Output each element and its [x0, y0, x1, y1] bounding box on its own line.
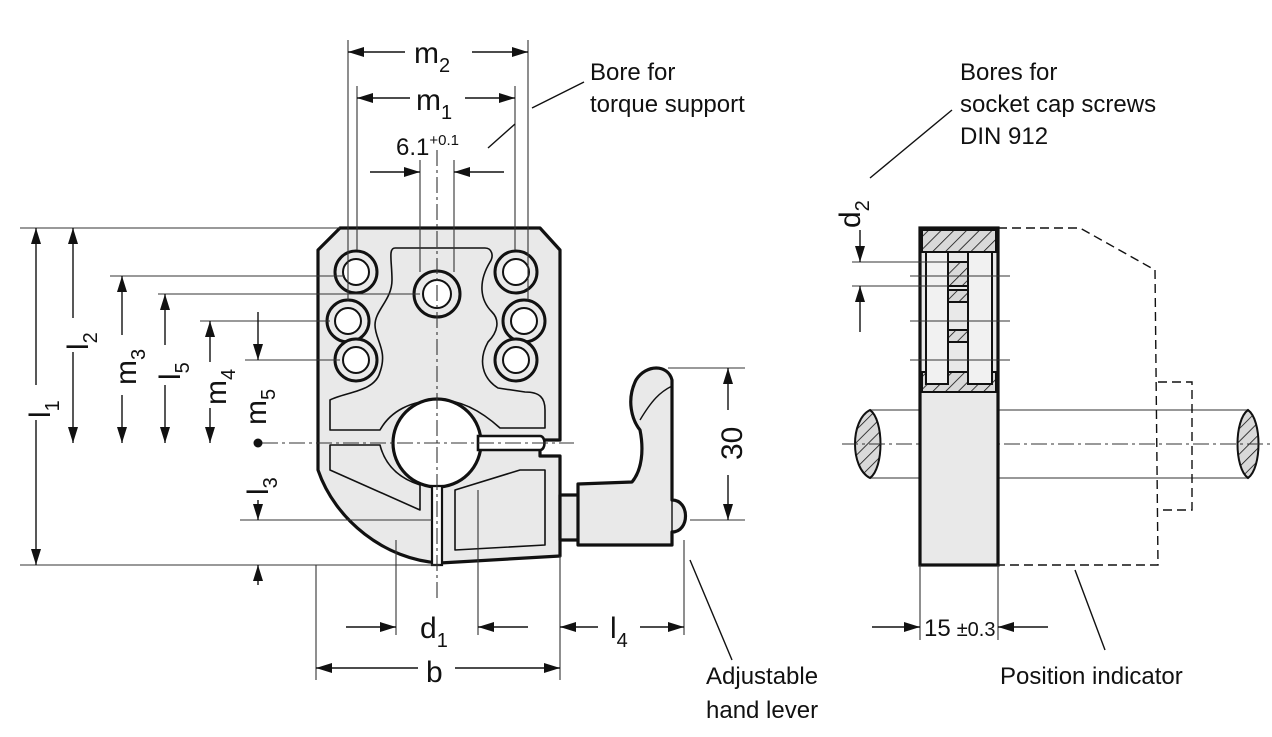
- dim-label-30: 30: [716, 427, 749, 460]
- lever-handle-edge: [639, 385, 673, 421]
- bore-top-left: [333, 249, 379, 295]
- front-dimensions: m2 m1 6.1+0.1 l1 l2: [20, 37, 749, 689]
- bore-mid-left: [325, 298, 371, 344]
- hand-lever: [558, 366, 687, 547]
- screw-bore-2: [947, 289, 969, 303]
- position-indicator-hub: [1158, 381, 1193, 511]
- dim-label-d2: d2: [834, 200, 874, 228]
- dim-label-l1: l1: [24, 400, 64, 418]
- bore-mid-right: [501, 298, 547, 344]
- position-indicator-housing: [998, 227, 1159, 566]
- screw-bore-1: [947, 261, 969, 287]
- screw-counterbore-right: [967, 251, 993, 385]
- front-notes: Bore for torque support Adjustable hand …: [487, 59, 818, 724]
- inner-relief-right: [454, 469, 546, 551]
- bore-low-right: [493, 337, 539, 383]
- shaft-left-break: [854, 408, 882, 480]
- side-notes: Bores for socket cap screws DIN 912 Posi…: [869, 59, 1183, 690]
- dim-label-m5: m5: [240, 389, 280, 425]
- note-screws-line3: DIN 912: [960, 123, 1048, 150]
- bore-top-right: [493, 249, 539, 295]
- note-torque-line1: Bore for: [590, 59, 675, 86]
- dim-label-m2: m2: [414, 37, 450, 77]
- dim-label-l5: l5: [154, 362, 194, 380]
- note-torque-line2: torque support: [590, 91, 745, 118]
- dim-label-l2: l2: [62, 332, 102, 350]
- clamp-side-hatched-top: [921, 229, 997, 253]
- clamp-split: [430, 484, 444, 567]
- lever-hub: [576, 366, 687, 547]
- note-lever-line1: Adjustable: [706, 663, 818, 690]
- dim-label-width-tolerance: 6.1+0.1: [396, 132, 459, 161]
- center-point: [253, 438, 263, 448]
- front-view: [253, 150, 687, 600]
- leader-hand-lever: [689, 559, 733, 661]
- inner-relief-upper: [329, 247, 546, 431]
- note-screws-line2: socket cap screws: [960, 91, 1156, 118]
- inner-relief-lower: [329, 444, 421, 511]
- screw-counterbore-left: [925, 251, 949, 385]
- side-view: d2 15±0.3: [834, 200, 1272, 642]
- dim-label-m1: m1: [416, 84, 452, 124]
- note-screws-line1: Bores for: [960, 59, 1057, 86]
- screw-bore-3: [947, 329, 969, 343]
- dim-label-b: b: [426, 656, 443, 689]
- note-lever-line2: hand lever: [706, 697, 818, 724]
- leader-position-indicator: [1074, 569, 1106, 651]
- dim-label-m4: m4: [200, 369, 240, 405]
- dim-label-l3: l3: [242, 477, 282, 495]
- leader-torque-support: [531, 81, 585, 109]
- leader-socket-screws: [869, 109, 953, 179]
- dim-label-l4: l4: [610, 612, 628, 652]
- dim-label-m3: m3: [110, 349, 150, 385]
- note-position-indicator: Position indicator: [1000, 663, 1183, 690]
- dim-label-d1: d1: [420, 612, 448, 652]
- shaft-outline: [870, 409, 1248, 479]
- bore-low-left: [333, 337, 379, 383]
- dim-label-thickness: 15±0.3: [924, 615, 995, 642]
